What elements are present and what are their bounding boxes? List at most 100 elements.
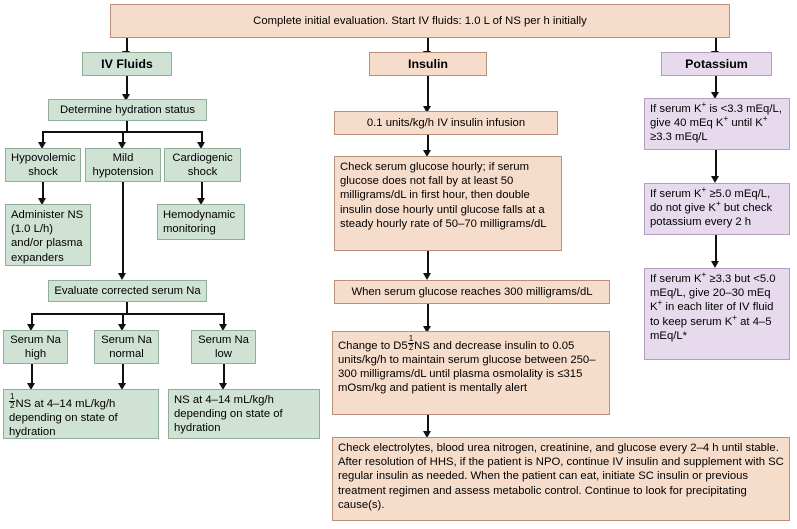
k-high-sup0: + [701,185,707,195]
k-low-part2: until K [728,117,763,130]
box-ns-infusion: NS at 4–14 mL/kg/h depending on state of… [168,389,320,439]
hemodynamic-monitoring-label: Hemodynamic monitoring [163,209,236,236]
arrowhead-hydration-to-hypovolemic [38,142,46,149]
connector-nalow-to-ns [223,364,225,385]
evaluate-corrected-serum-na-label: Evaluate corrected serum Na [54,284,201,297]
serum-na-high-line1: Serum Na [10,333,61,346]
header-potassium-label: Potassium [685,56,748,71]
connector-ivfluids-to-hydration [126,76,128,96]
k-low-part1: is <3.3 mEq/L, give 40 mEq K [650,103,782,130]
connector-na-bus [31,313,225,315]
box-hemodynamic-monitoring: Hemodynamic monitoring [157,204,245,240]
header-insulin: Insulin [369,52,487,76]
cardiogenic-shock-label: Cardiogenic shock [170,151,235,179]
connector-k1-to-k2 [715,150,717,178]
header-insulin-label: Insulin [408,56,448,71]
connector-hydration-to-mild [122,131,124,144]
serum-na-low-line1: Serum Na [198,333,249,346]
connector-nanormal-to-halfns [122,364,124,385]
cardiogenic-shock-line1: Cardiogenic [172,151,233,164]
box-check-glucose-hourly: Check serum glucose hourly; if serum glu… [334,156,562,251]
hypovolemic-shock-line2: shock [28,166,58,178]
k-high-part2: but check potassium every 2 h [650,202,773,229]
arrowhead-mild-to-evaluate-na [118,273,126,280]
connector-cardiogenic-to-hemodynamic [201,182,203,201]
cardiogenic-shock-line2: shock [187,166,218,178]
arrowhead-insulin-to-step1 [423,106,431,113]
mild-hypotension-line1: Mild [112,151,134,164]
arrowhead-hydration-to-mild [118,142,126,149]
connector-step3-to-step4 [427,304,429,328]
mild-hypotension-label: Mild hypotension [91,151,155,179]
k-normal-sup2: + [732,312,738,322]
insulin-fraction-denominator: 2 [408,343,414,352]
k-low-part0: If serum K [650,103,702,115]
connector-hydration-to-hypovolemic [42,131,44,144]
connector-k2-to-k3 [715,235,717,263]
administer-ns-label: Administer NS (1.0 L/h) and/or plasma ex… [11,209,84,264]
serum-na-low-label: Serum Na low [197,333,250,361]
arrowhead-cardiogenic-to-hemodynamic [197,198,205,205]
connector-na-to-normal [122,313,124,326]
connector-step2-to-step3 [427,251,429,275]
box-hypovolemic-shock: Hypovolemic shock [5,148,81,182]
arrowhead-nahigh-to-halfns [27,383,35,390]
k-normal-sup1: + [657,298,663,308]
potassium-high-label: If serum K+ ≥5.0 mEq/L, do not give K+ b… [650,185,784,230]
fraction-numerator: 1 [9,392,16,402]
connector-hypovolemic-to-administer [42,182,44,201]
connector-na-stem [126,302,128,314]
arrowhead-k2-to-k3 [711,261,719,268]
arrowhead-step2-to-step3 [423,273,431,280]
box-potassium-normal: If serum K+ ≥3.3 but <5.0 mEq/L, give 20… [644,268,790,360]
connector-nahigh-to-halfns [31,364,33,385]
connector-step1-to-step2 [427,135,429,152]
potassium-normal-label: If serum K+ ≥3.3 but <5.0 mEq/L, give 20… [650,270,784,343]
insulin-fraction-numerator: 1 [407,334,415,344]
potassium-low-label: If serum K + is <3.3 mEq/L, give 40 mEq K… [650,101,784,145]
header-potassium: Potassium [661,52,772,76]
connector-step4-to-step5 [427,415,429,433]
fraction-denominator: 2 [10,401,15,410]
mild-hypotension-line2: hypotension [92,166,154,178]
arrowhead-na-to-normal [118,324,126,331]
box-glucose-reaches-300: When serum glucose reaches 300 milligram… [334,280,610,304]
arrowhead-step1-to-step2 [423,150,431,157]
box-cardiogenic-shock: Cardiogenic shock [164,148,241,182]
box-potassium-high: If serum K+ ≥5.0 mEq/L, do not give K+ b… [644,183,790,235]
connector-top-to-insulin [427,38,429,53]
arrowhead-hydration-to-cardiogenic [197,142,205,149]
d5-suffix-text: NS and decrease insulin to 0.05 units/kg… [338,339,596,395]
ns-infusion-label: NS at 4–14 mL/kg/h depending on state of… [174,394,283,435]
glucose-reaches-300-label: When serum glucose reaches 300 milligram… [351,285,593,298]
connector-mild-to-evaluate-na [122,182,124,276]
arrowhead-na-to-high [27,324,35,331]
k-low-sup2: + [762,114,768,124]
header-iv-fluids: IV Fluids [82,52,172,76]
check-electrolytes-followup-label: Check electrolytes, blood urea nitrogen,… [338,442,784,511]
arrowhead-potassium-to-k1 [711,92,719,99]
connector-na-to-high [31,313,33,326]
box-potassium-low: If serum K + is <3.3 mEq/L, give 40 mEq K… [644,98,790,150]
arrowhead-ivfluids-to-hydration [122,94,130,101]
check-glucose-hourly-label: Check serum glucose hourly; if serum glu… [340,161,547,230]
hypovolemic-shock-line1: Hypovolemic [11,151,76,164]
k-low-part3: ≥3.3 mEq/L [650,131,708,144]
k-low-sup1: + [723,114,729,124]
box-mild-hypotension: Mild hypotension [85,148,161,182]
connector-hydration-to-cardiogenic [201,131,203,144]
header-iv-fluids-label: IV Fluids [101,56,153,71]
hypovolemic-shock-label: Hypovolemic shock [11,151,76,179]
box-check-electrolytes-followup: Check electrolytes, blood urea nitrogen,… [332,437,790,521]
serum-na-normal-line2: normal [109,348,144,360]
serum-na-low-line2: low [215,348,232,360]
k-normal-part2: in each liter of IV fluid to keep serum … [650,301,774,328]
arrowhead-na-to-low [219,324,227,331]
half-ns-infusion-text: NS at 4–14 mL/kg/h depending on state of… [9,397,118,439]
k-high-part1: ≥5.0 mEq/L, do not give K [650,188,771,215]
k-normal-sup0: + [701,270,707,280]
